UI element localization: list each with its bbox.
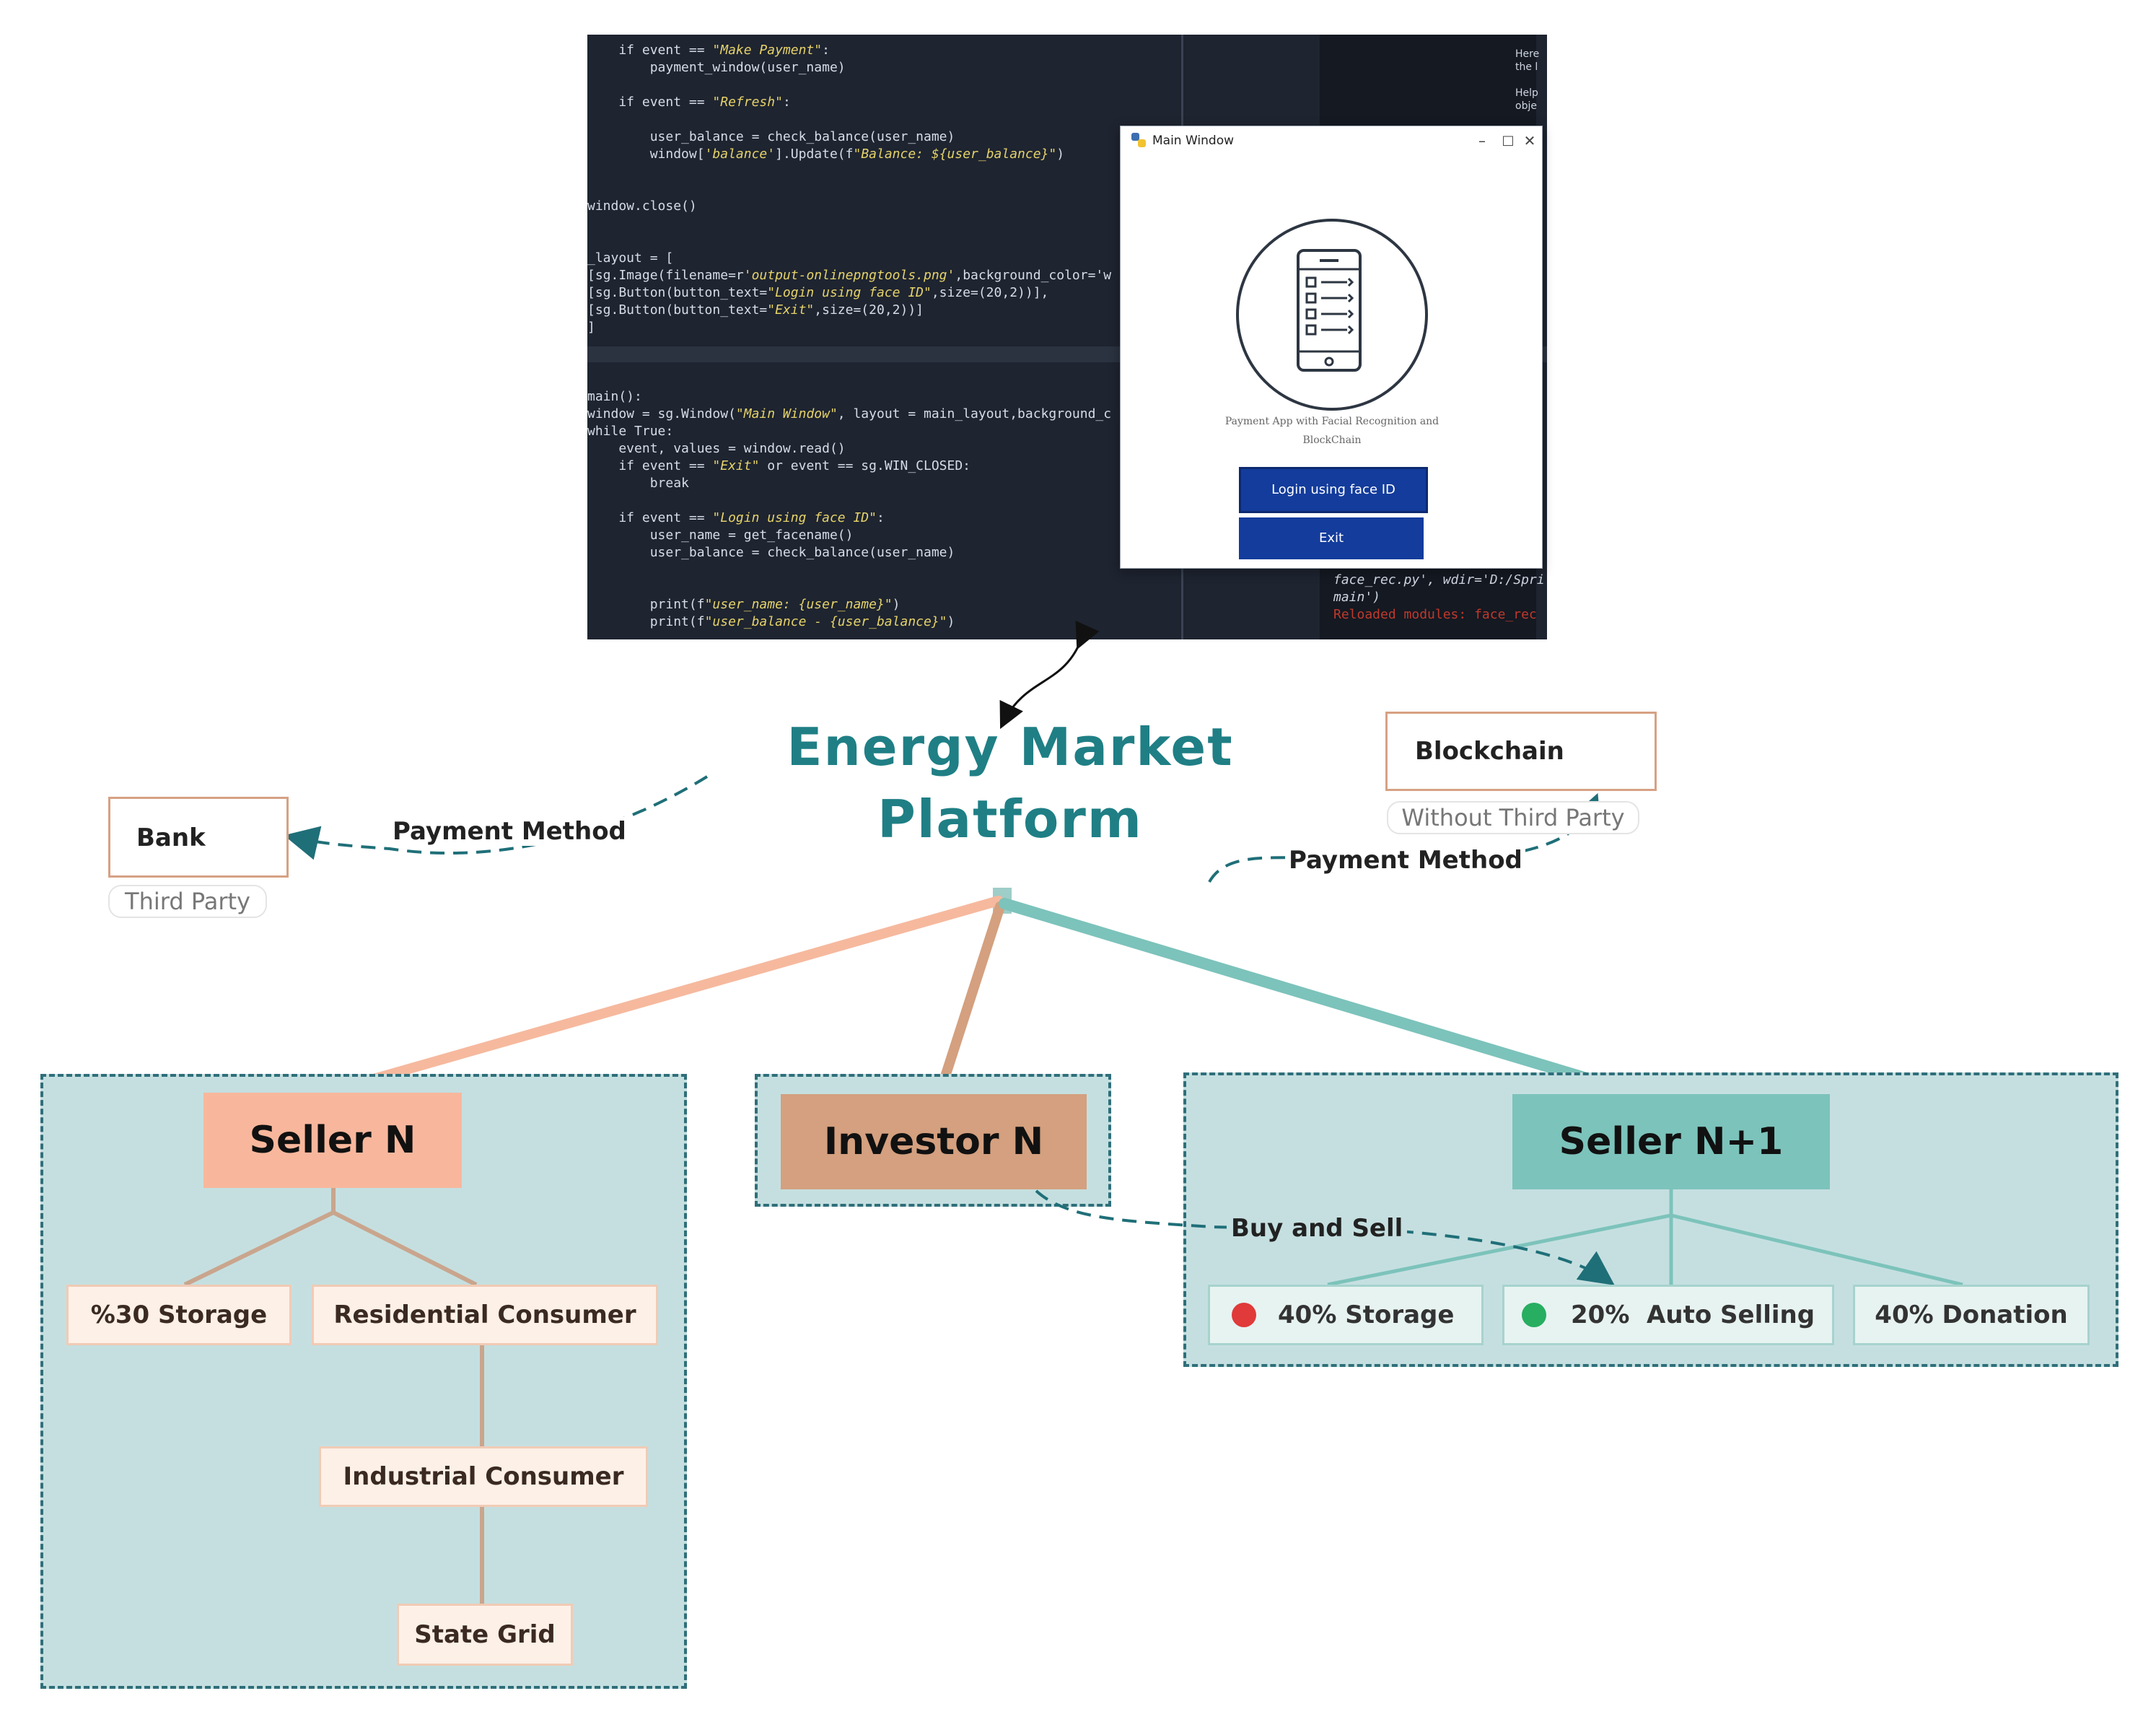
seller-n-header: Seller N: [203, 1093, 462, 1188]
payment-method-left-label: Payment Method: [390, 817, 629, 846]
console-output: face_rec.py', wdir='D:/Spri main') Reloade…: [1333, 572, 1547, 624]
code-line: main():: [587, 389, 642, 404]
code-line: break: [587, 476, 689, 491]
payment-method-right-label: Payment Method: [1286, 846, 1525, 875]
code-line: event, values = window.read(): [587, 441, 846, 456]
code-line: ]: [587, 320, 595, 335]
platform-title-line-1: Energy Market: [786, 717, 1234, 777]
code-line: if event == "Login using face ID":: [587, 510, 885, 525]
close-button[interactable]: ✕: [1523, 132, 1536, 149]
code-line: _layout = [: [587, 250, 674, 266]
code-line: user_balance = check_balance(user_name): [587, 129, 955, 144]
code-line: [sg.Image(filename=r'output-onlinepngtoo…: [587, 268, 1112, 283]
seller-n1-storage-label: 40% Storage: [1278, 1301, 1455, 1329]
console-line: main'): [1333, 590, 1381, 605]
code-line: [sg.Button(button_text="Exit",size=(20,2…: [587, 302, 924, 318]
code-line: [sg.Button(button_text="Login using face…: [587, 285, 1049, 300]
bank-node: Bank: [108, 797, 289, 878]
caption-line-1: Payment App with Facial Recognition and: [1224, 416, 1439, 427]
blockchain-label: Blockchain: [1415, 737, 1564, 766]
code-lines: if event == "Make Payment": payment_wind…: [587, 42, 1179, 639]
bank-label: Bank: [136, 823, 206, 852]
branch-to-seller-n: [346, 896, 1004, 1091]
investor-n-header: Investor N: [781, 1094, 1087, 1189]
code-line: print(f"user_balance - {user_balance}"): [587, 614, 955, 629]
side-note-line: obje: [1515, 100, 1537, 112]
side-note-line: the l: [1515, 61, 1538, 73]
window-titlebar: Main Window – □ ✕: [1121, 126, 1542, 155]
payment-method-left-arrow: [284, 775, 709, 860]
seller-n1-auto-selling-label: 20% Auto Selling: [1571, 1301, 1815, 1329]
code-line: print(f"user_name: {user_name}"): [587, 597, 900, 612]
code-line: window = sg.Window("Main Window", layout…: [587, 406, 1112, 421]
seller-n1-donation: 40% Donation: [1853, 1285, 2090, 1345]
console-line: Reloaded modules: face_rec: [1333, 607, 1537, 622]
seller-n1-header: Seller N+1: [1512, 1094, 1830, 1189]
screenshot-link-arrow: [999, 620, 1100, 730]
green-status-icon: [1522, 1303, 1546, 1327]
window-title: Main Window: [1152, 134, 1235, 148]
seller-n-industrial: Industrial Consumer: [319, 1446, 648, 1507]
platform-title-line-2: Platform: [877, 789, 1143, 849]
caption-line-2: BlockChain: [1302, 434, 1362, 446]
code-line: payment_window(user_name): [587, 60, 846, 75]
blockchain-tag: Without Third Party: [1387, 801, 1639, 834]
seller-n1-auto-selling: 20% Auto Selling: [1502, 1285, 1834, 1345]
side-note-line: Here: [1515, 48, 1540, 60]
code-line: user_balance = check_balance(user_name): [587, 545, 955, 560]
app-caption: Payment App with Facial Recognition and …: [1193, 412, 1471, 450]
code-line: if event == "Make Payment":: [587, 43, 830, 58]
exit-button[interactable]: Exit: [1239, 517, 1424, 559]
phone-list-icon: [1297, 249, 1362, 372]
bank-tag: Third Party: [108, 885, 267, 918]
code-line: user_name = get_facename(): [587, 528, 854, 543]
buy-and-sell-label: Buy and Sell: [1227, 1214, 1408, 1243]
code-line: if event == "Refresh":: [587, 95, 791, 110]
code-line: window['balance'].Update(f"Balance: ${us…: [587, 147, 1065, 162]
red-status-icon: [1232, 1303, 1256, 1327]
code-line: window.close(): [587, 198, 697, 214]
code-line: while True:: [587, 424, 674, 439]
seller-n-storage: %30 Storage: [66, 1285, 292, 1345]
seller-n-residential: Residential Consumer: [312, 1285, 658, 1345]
seller-n1-storage: 40% Storage: [1208, 1285, 1484, 1345]
console-line: face_rec.py', wdir='D:/Spri: [1333, 572, 1545, 587]
python-icon: [1131, 133, 1146, 147]
main-window: Main Window – □ ✕ Payment App with Facia…: [1120, 126, 1543, 569]
branch-to-investor-n: [936, 901, 1005, 1095]
phone-app-icon: [1236, 219, 1428, 411]
side-note-line: Help: [1515, 87, 1538, 99]
code-line: if event == "Exit" or event == sg.WIN_CL…: [587, 458, 971, 473]
blockchain-node: Blockchain: [1385, 712, 1657, 791]
maximize-button[interactable]: □: [1502, 133, 1515, 148]
minimize-button[interactable]: –: [1478, 132, 1486, 149]
seller-n-state-grid: State Grid: [397, 1604, 573, 1666]
branch-to-seller-n1: [999, 898, 1631, 1096]
login-face-id-button[interactable]: Login using face ID: [1239, 467, 1428, 513]
